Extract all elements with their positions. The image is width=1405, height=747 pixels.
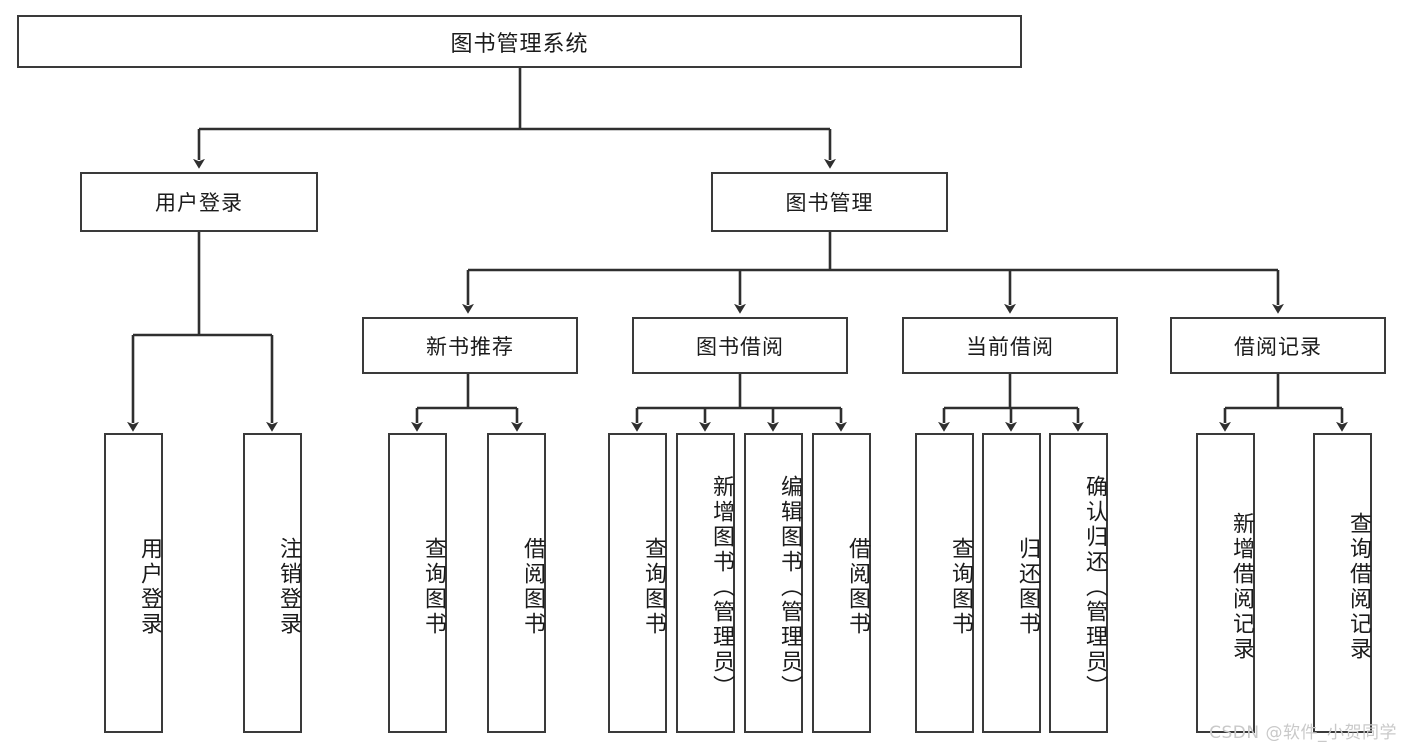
- leaf-borrow-record-query[interactable]: 查询借阅记录: [1313, 433, 1372, 733]
- leaf-user-login-signin[interactable]: 用户登录: [104, 433, 163, 733]
- node-label: 查询图书: [421, 537, 446, 637]
- leaf-new-book-borrow[interactable]: 借阅图书: [487, 433, 546, 733]
- node-label: 注销登录: [276, 537, 301, 637]
- node-current-borrow[interactable]: 当前借阅: [902, 317, 1118, 374]
- node-label: 借阅记录: [1234, 334, 1322, 359]
- leaf-borrow-record-add[interactable]: 新增借阅记录: [1196, 433, 1255, 733]
- node-label: 确认归还（管理员）: [1082, 474, 1107, 700]
- node-label: 当前借阅: [966, 334, 1054, 359]
- node-label: 查询图书: [641, 537, 666, 637]
- leaf-current-borrow-query[interactable]: 查询图书: [915, 433, 974, 733]
- node-user-login[interactable]: 用户登录: [80, 172, 318, 232]
- node-label: 借阅图书: [845, 537, 870, 637]
- node-root-system[interactable]: 图书管理系统: [17, 15, 1022, 68]
- node-label: 图书管理: [785, 191, 874, 215]
- node-label: 用户登录: [155, 191, 243, 215]
- leaf-book-borrow-edit-admin[interactable]: 编辑图书（管理员）: [744, 433, 803, 733]
- node-new-book-recommend[interactable]: 新书推荐: [362, 317, 578, 374]
- leaf-current-borrow-confirm-admin[interactable]: 确认归还（管理员）: [1049, 433, 1108, 733]
- node-label: 归还图书: [1015, 537, 1040, 637]
- leaf-new-book-query[interactable]: 查询图书: [388, 433, 447, 733]
- node-label: 借阅图书: [520, 537, 545, 637]
- node-borrow-record[interactable]: 借阅记录: [1170, 317, 1386, 374]
- node-book-borrow[interactable]: 图书借阅: [632, 317, 848, 374]
- node-label: 图书借阅: [696, 334, 784, 359]
- leaf-book-borrow-borrow[interactable]: 借阅图书: [812, 433, 871, 733]
- node-label: 新增借阅记录: [1229, 512, 1254, 662]
- node-label: 查询借阅记录: [1346, 512, 1371, 662]
- node-label: 新书推荐: [426, 334, 514, 359]
- node-label: 新增图书（管理员）: [709, 474, 734, 700]
- leaf-user-login-logout[interactable]: 注销登录: [243, 433, 302, 733]
- leaf-book-borrow-query[interactable]: 查询图书: [608, 433, 667, 733]
- leaf-current-borrow-return[interactable]: 归还图书: [982, 433, 1041, 733]
- node-label: 查询图书: [948, 537, 973, 637]
- leaf-book-borrow-add-admin[interactable]: 新增图书（管理员）: [676, 433, 735, 733]
- node-label: 用户登录: [137, 537, 162, 637]
- node-label: 图书管理系统: [450, 31, 589, 57]
- node-label: 编辑图书（管理员）: [777, 474, 802, 700]
- watermark-text: CSDN @软件_小贺同学: [1209, 723, 1397, 743]
- node-book-management[interactable]: 图书管理: [711, 172, 948, 232]
